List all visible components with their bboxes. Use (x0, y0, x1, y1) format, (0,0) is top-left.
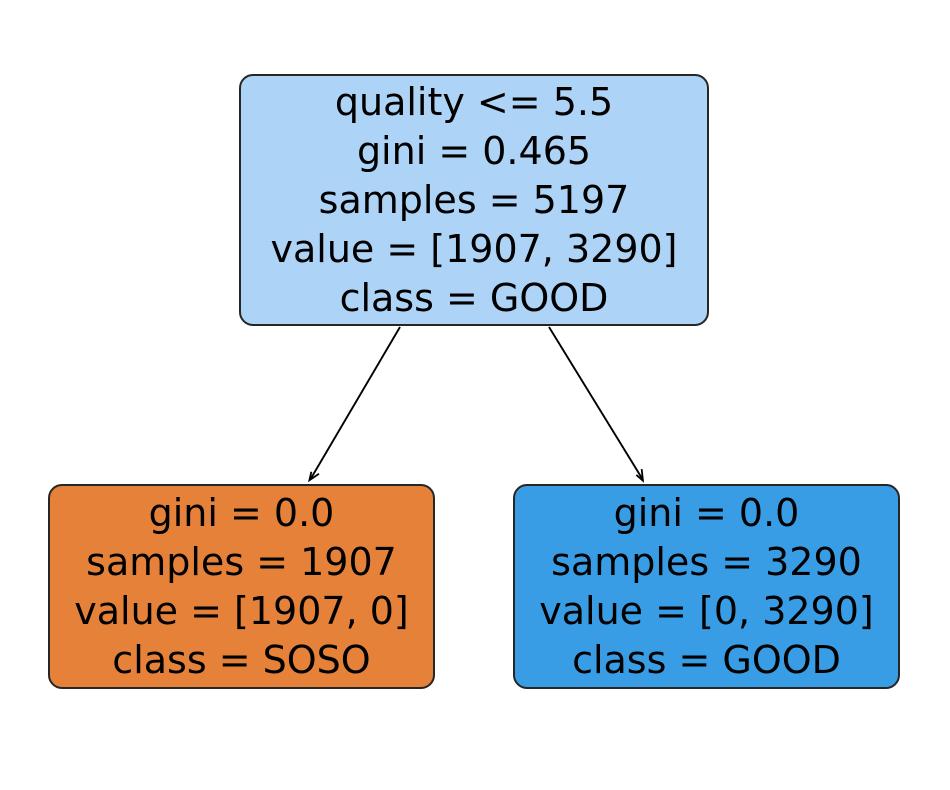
node-right-samples: samples = 3290 (551, 539, 862, 584)
node-root-class: class = GOOD (339, 275, 609, 320)
tree-node-right-leaf[interactable]: gini = 0.0 samples = 3290 value = [0, 32… (513, 484, 900, 689)
node-left-class: class = SOSO (112, 637, 371, 682)
node-left-gini: gini = 0.0 (148, 490, 335, 535)
tree-node-left-leaf[interactable]: gini = 0.0 samples = 1907 value = [1907,… (48, 484, 435, 689)
node-root-samples: samples = 5197 (318, 177, 630, 222)
node-left-samples: samples = 1907 (86, 539, 397, 584)
node-right-gini: gini = 0.0 (613, 490, 800, 535)
edge-root-to-left (310, 326, 401, 480)
node-right-value: value = [0, 3290] (539, 588, 874, 633)
node-left-value: value = [1907, 0] (74, 588, 409, 633)
node-root-split-condition: quality <= 5.5 (334, 79, 614, 124)
tree-node-root[interactable]: quality <= 5.5 gini = 0.465 samples = 51… (239, 74, 709, 326)
node-right-class: class = GOOD (572, 637, 841, 682)
edge-root-to-right (548, 326, 643, 480)
node-root-gini: gini = 0.465 (356, 128, 592, 173)
node-root-value: value = [1907, 3290] (270, 226, 678, 271)
